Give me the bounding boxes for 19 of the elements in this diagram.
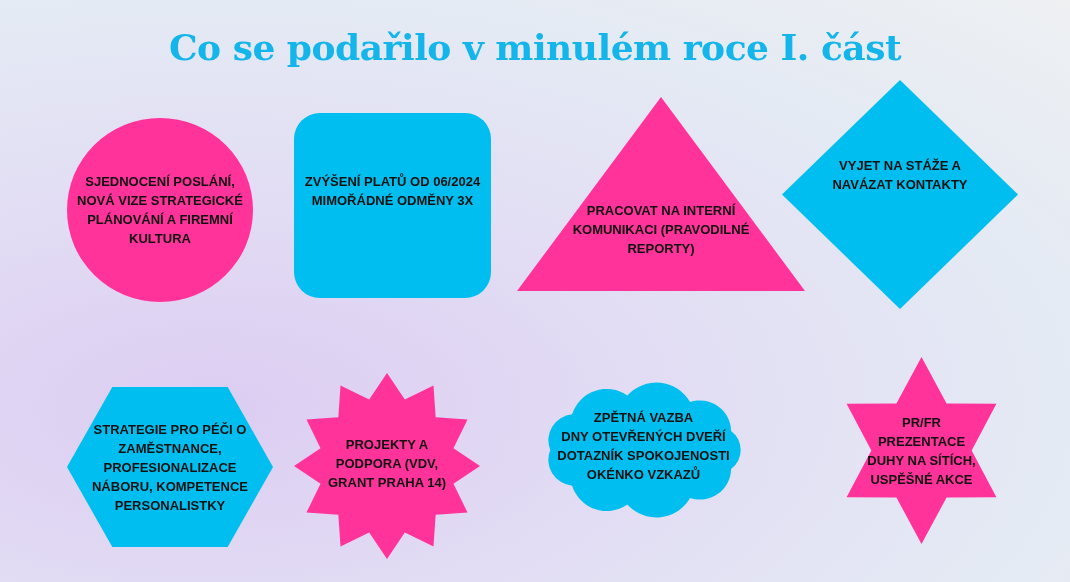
node-text: ZPĚTNÁ VAZBA xyxy=(593,409,694,427)
circle-shape xyxy=(67,118,253,302)
node-text: PROJEKTY A PODPORA (VDV, GRANT PRAHA 14) xyxy=(327,435,447,492)
diamond-shape xyxy=(782,80,1018,309)
node-text: OKÉNKO VZKAZŮ xyxy=(586,465,701,484)
node-text: SJEDNOCENÍ POSLÁNÍ, NOVÁ VIZE STRATEGICKÉ PLÁNOVÁNÍ A FIREMNÍ KULTURA xyxy=(76,173,244,248)
node-text: PRACOVAT NA INTERNÍ KOMUNIKACI (PRAVODILNÉ REPORTY) xyxy=(571,201,751,258)
title: Co se podařilo v minulém roce I. část xyxy=(167,26,903,68)
node-text: STRATEGIE PRO PÉČI O ZAMĚSTNANCE, PROFESIONALIZACE NÁBORU, KOMPETENCE PERSONALISTKY xyxy=(91,420,249,515)
node-text: MIMOŘÁDNÉ ODMĚNY 3X xyxy=(311,191,474,210)
star-shape xyxy=(294,373,480,559)
node-text: DOTAZNÍK SPOKOJENOSTI xyxy=(557,447,730,465)
node-text: VYJET NA STÁŽE A NAVÁZAT KONTAKTY xyxy=(831,156,969,194)
node-text: PR/FR PREZENTACE DUHY NA SÍTÍCH, USPĚŠNÉ AKCE xyxy=(866,413,977,489)
hexagon-shape xyxy=(67,387,273,547)
triangle-shape xyxy=(517,97,805,291)
node-text: DNY OTEVŘENÝCH DVEŘÍ xyxy=(561,428,726,446)
rounded-box xyxy=(294,113,491,298)
node-text: ZVÝŠENÍ PLATŮ OD 06/2024 xyxy=(304,172,481,191)
